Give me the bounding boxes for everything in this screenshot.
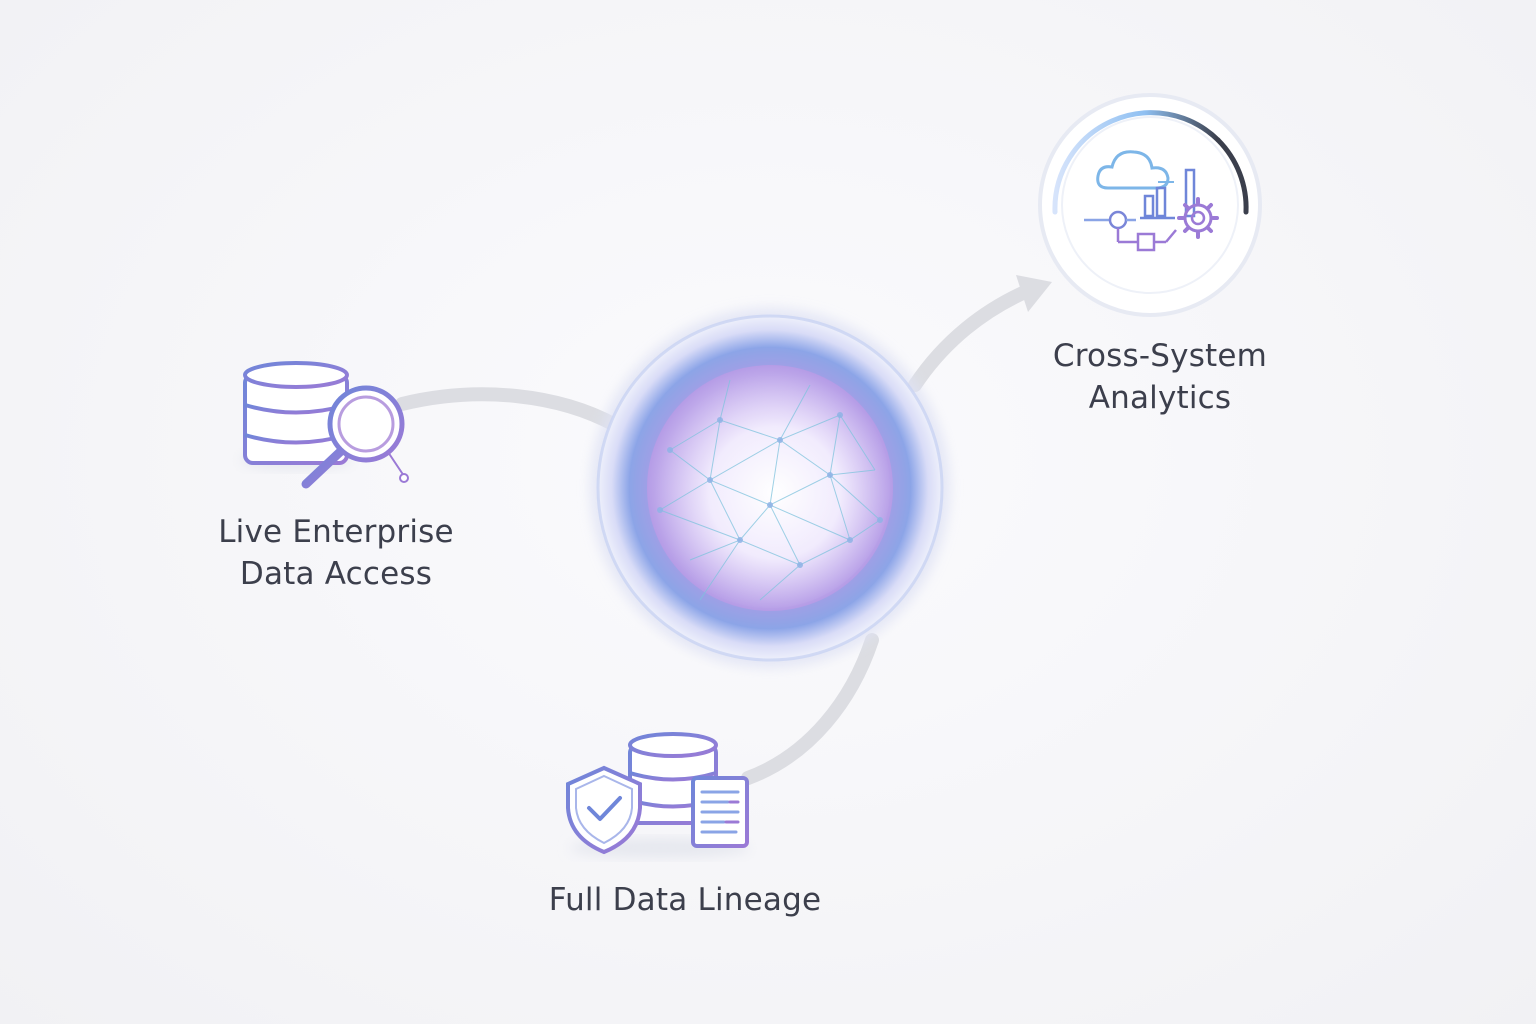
connector-center-to-cross bbox=[908, 285, 1032, 392]
label-full-data-lineage: Full Data Lineage bbox=[520, 879, 850, 921]
label-live-line1: Live Enterprise bbox=[218, 514, 454, 550]
label-cross-system-analytics: Cross-System Analytics bbox=[1020, 335, 1300, 419]
connector-center-to-lineage bbox=[741, 633, 879, 785]
label-lineage-line1: Full Data Lineage bbox=[548, 882, 822, 918]
label-cross-line1: Cross-System bbox=[1052, 338, 1268, 374]
connector-live-to-center bbox=[395, 387, 622, 432]
label-live-enterprise-data-access: Live Enterprise Data Access bbox=[196, 511, 476, 595]
label-cross-line2: Analytics bbox=[1088, 380, 1232, 416]
connector-arrowhead bbox=[1016, 275, 1052, 312]
shield-database-document-icon bbox=[566, 732, 750, 858]
database-search-icon bbox=[240, 361, 409, 489]
cloud-analytics-icon bbox=[1038, 93, 1262, 317]
label-live-line2: Data Access bbox=[239, 556, 433, 592]
neural-network-sphere-icon bbox=[590, 308, 950, 668]
